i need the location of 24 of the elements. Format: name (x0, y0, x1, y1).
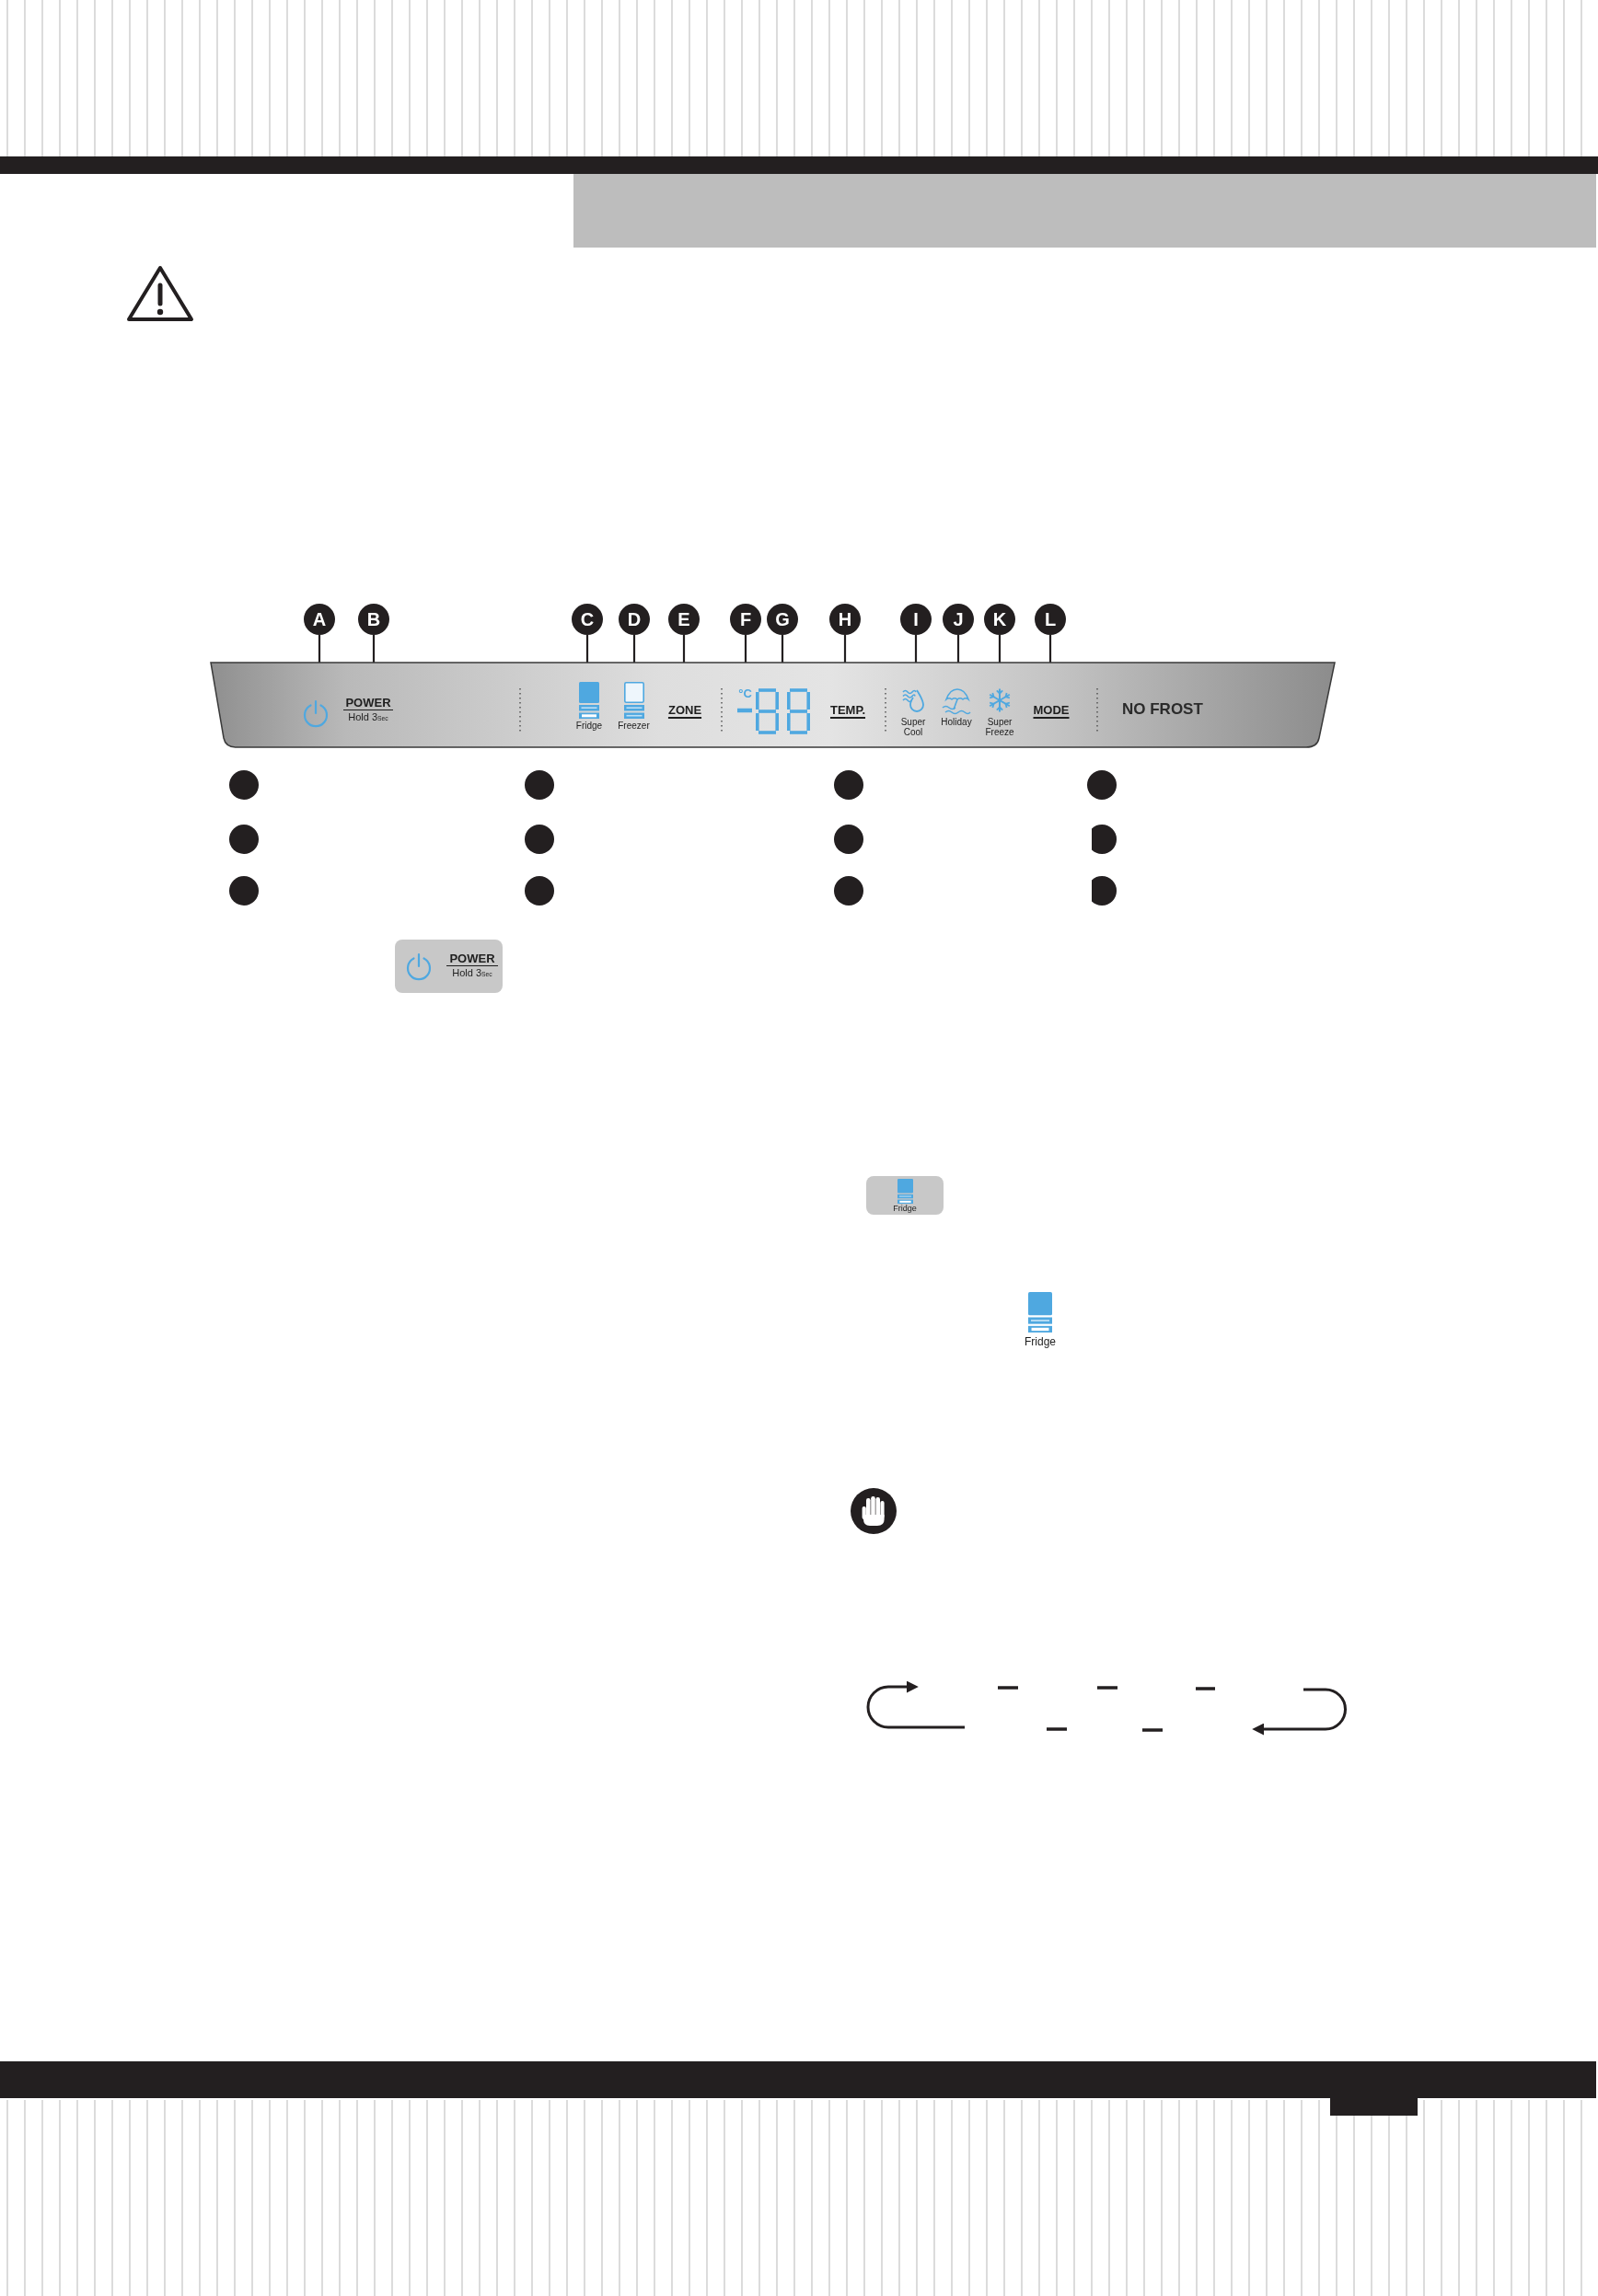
callout-letter: G (767, 604, 798, 635)
callout-letter: J (943, 604, 974, 635)
fridge-button: Fridge (866, 1176, 944, 1215)
indicator-caption: Freezer (617, 721, 651, 732)
temp-key: TEMP. (825, 702, 871, 719)
indicator-caption: Super Cool (899, 718, 927, 737)
unit-label: °C (736, 686, 754, 701)
callout-letter: E (668, 604, 700, 635)
callout-letter: I (900, 604, 932, 635)
callout-letter: A (304, 604, 335, 635)
icon-caption: Fridge (1024, 1334, 1057, 1349)
feature-label: NO FROST (1122, 700, 1203, 719)
callout-letter: F (730, 604, 761, 635)
callout-letter: L (1035, 604, 1066, 635)
zone-key: ZONE (664, 702, 706, 719)
indicator-caption: Super Freeze (984, 718, 1015, 737)
callout-letter: D (619, 604, 650, 635)
callout-letter: B (358, 604, 389, 635)
callout-letter: C (572, 604, 603, 635)
mode-key: MODE (1027, 702, 1075, 719)
callout-letter: H (829, 604, 861, 635)
indicator-caption: Holiday (940, 718, 973, 728)
callout-letter: K (984, 604, 1015, 635)
indicator-caption: Fridge (574, 721, 604, 732)
